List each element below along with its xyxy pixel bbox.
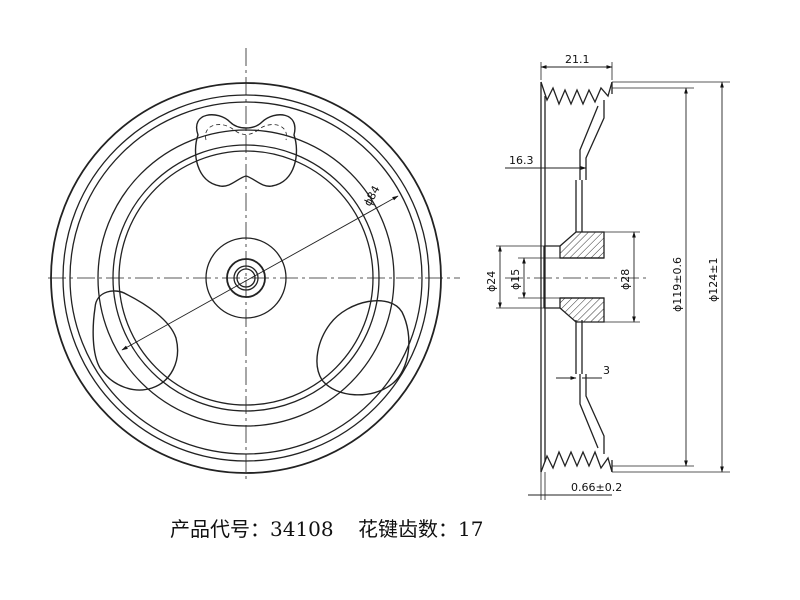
rim-circle-2 <box>62 94 430 462</box>
front-plate-top <box>579 82 613 180</box>
dim-bore-outer-text: ϕ24 <box>485 271 498 292</box>
web-bottom <box>575 320 583 374</box>
dim-bore-inner-text: ϕ15 <box>509 269 522 290</box>
dim-web-thickness-text: 3 <box>603 364 610 377</box>
front-diameter-label: ϕ84 <box>361 184 382 209</box>
side-view <box>496 62 730 500</box>
front-view <box>48 48 460 480</box>
dim-groove-diameter-text: ϕ119±0.6 <box>671 257 684 312</box>
rim-back-plate <box>540 82 546 472</box>
dim-width-total-text: 21.1 <box>565 53 590 66</box>
top-groove-teeth <box>540 81 613 106</box>
window-top <box>194 114 298 187</box>
dim-sheet-thickness-text: 0.66±0.2 <box>571 481 622 494</box>
hub-section-top <box>559 231 605 259</box>
dim-hub-offset-text: 16.3 <box>509 154 534 167</box>
hub-bore <box>543 245 604 309</box>
spline-teeth-caption: 花键齿数：17 <box>358 517 484 541</box>
outer-rim-circle <box>50 82 442 474</box>
diameter-leader-line <box>121 195 399 351</box>
bottom-groove-teeth <box>540 450 613 473</box>
web-top <box>575 180 583 232</box>
dim-hub-diameter-text: ϕ28 <box>619 269 632 290</box>
product-code-caption: 产品代号：34108 <box>170 517 334 541</box>
hub-section-bottom <box>559 297 605 323</box>
dim-outer-diameter-text: ϕ124±1 <box>707 258 720 302</box>
rim-circle-3 <box>69 101 423 455</box>
